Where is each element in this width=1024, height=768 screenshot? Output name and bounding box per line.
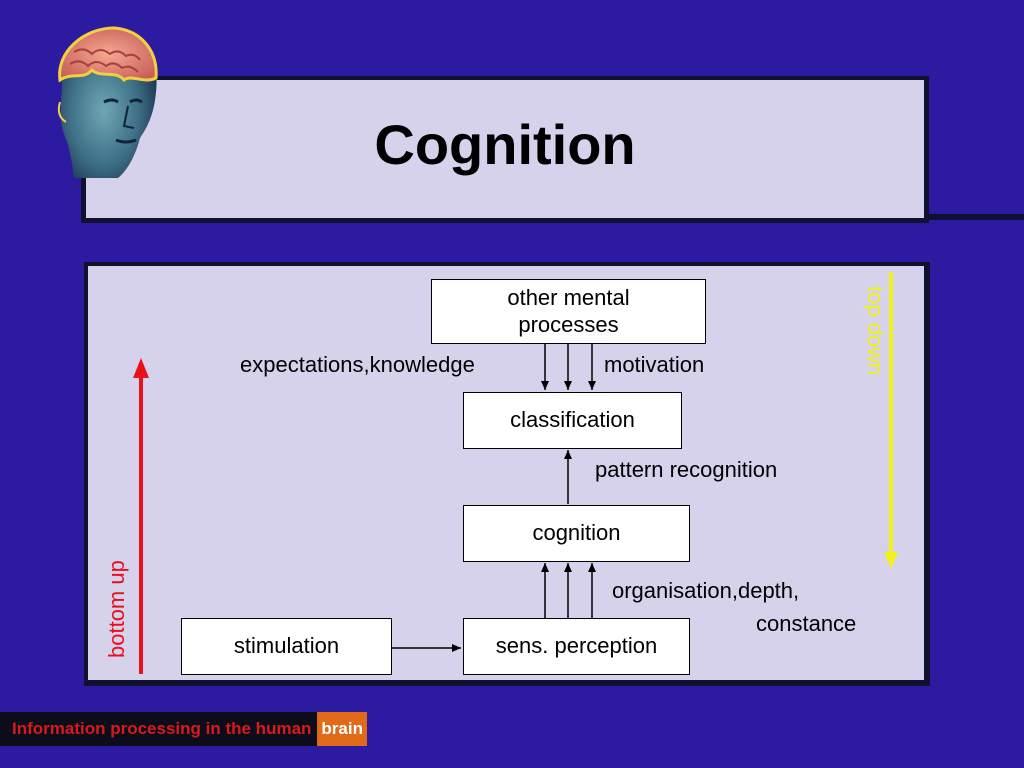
other-mental-processes-box: other mental processes <box>431 279 706 344</box>
cognition-box: cognition <box>463 505 690 562</box>
pattern-recognition-label: pattern recognition <box>595 457 778 482</box>
cognition-label: cognition <box>532 520 621 546</box>
page-title: Cognition <box>374 112 636 176</box>
top-down-label: top down <box>863 286 888 376</box>
classification-label: classification <box>510 407 635 433</box>
expectations-label: expectations,knowledge <box>240 352 475 377</box>
footer-banner: Information processing in the human brai… <box>0 712 367 746</box>
footer-text: Information processing in the human <box>0 712 318 746</box>
classification-box: classification <box>463 392 682 449</box>
constance-label: constance <box>756 611 857 636</box>
top-down-arrowhead <box>884 552 898 569</box>
footer-brand: brain <box>317 712 367 746</box>
sens-perception-box: sens. perception <box>463 618 690 675</box>
other-mental-processes-label: other mental processes <box>507 285 630 337</box>
brain-head-icon <box>57 26 158 178</box>
sens-perception-label: sens. perception <box>495 633 658 659</box>
title-bar: Cognition <box>86 80 924 218</box>
bottom-up-label: bottom up <box>104 560 129 658</box>
stimulation-label: stimulation <box>233 633 340 659</box>
bottom-up-arrowhead <box>133 358 149 378</box>
motivation-label: motivation <box>604 352 705 377</box>
stimulation-box: stimulation <box>181 618 392 675</box>
organisation-label: organisation,depth, <box>612 578 800 603</box>
title-rule <box>924 214 1024 220</box>
